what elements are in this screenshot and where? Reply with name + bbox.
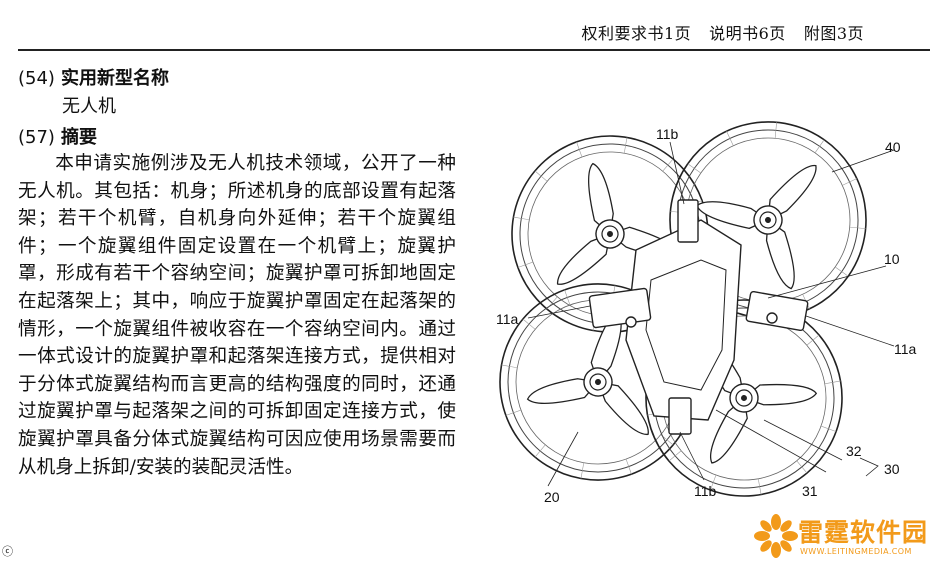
- label-11b-top: 11b: [656, 126, 679, 142]
- label-11a-right: 11a: [894, 341, 917, 357]
- label-11b-bottom: 11b: [694, 483, 717, 499]
- page-header: 权利要求书1页说明书6页附图3页: [0, 0, 950, 52]
- description-page-count: 说明书6页: [709, 24, 786, 43]
- label-20: 20: [544, 489, 560, 505]
- title-heading: (54)实用新型名称: [18, 64, 169, 90]
- abstract-heading: (57)摘要: [18, 123, 97, 149]
- utility-model-title: 无人机: [62, 96, 116, 117]
- watermark-name: 雷霆软件园: [798, 518, 929, 547]
- label-11a-left: 11a: [496, 311, 519, 327]
- abstract-text: 本申请实施例涉及无人机技术领域，公开了一种无人机。其包括：机身；所述机身的底部设…: [18, 153, 456, 478]
- title-section-label: 实用新型名称: [60, 68, 169, 89]
- watermark-url: WWW.LEITINGMEDIA.COM: [800, 547, 912, 556]
- leader-lines: [527, 141, 895, 487]
- title-section-number: (54): [18, 68, 55, 89]
- abstract-section-label: 摘要: [60, 127, 97, 148]
- drone-body: [588, 199, 809, 435]
- label-40: 40: [885, 139, 901, 155]
- drawings-page-count: 附图3页: [803, 24, 864, 43]
- claims-page-count: 权利要求书1页: [581, 24, 692, 43]
- label-31: 31: [802, 483, 818, 499]
- figure-labels: 11b 40 10 11a 11a 32 30 20 11b 31: [496, 126, 917, 505]
- abstract-body: 本申请实施例涉及无人机技术领域，公开了一种无人机。其包括：机身；所述机身的底部设…: [18, 150, 456, 481]
- margin-mark: ⓒ: [2, 545, 13, 558]
- label-30: 30: [884, 461, 900, 477]
- label-32: 32: [846, 443, 862, 459]
- abstract-section-number: (57): [18, 127, 55, 148]
- page-count-info: 权利要求书1页说明书6页附图3页: [563, 20, 864, 44]
- watermark: 雷霆软件园 WWW.LEITINGMEDIA.COM: [752, 510, 950, 563]
- drone-figure: 11b 40 10 11a 11a 32 30 20 11b 31: [486, 120, 917, 520]
- header-rule: [18, 49, 930, 51]
- watermark-logo-icon: [754, 514, 798, 558]
- label-10: 10: [884, 251, 900, 267]
